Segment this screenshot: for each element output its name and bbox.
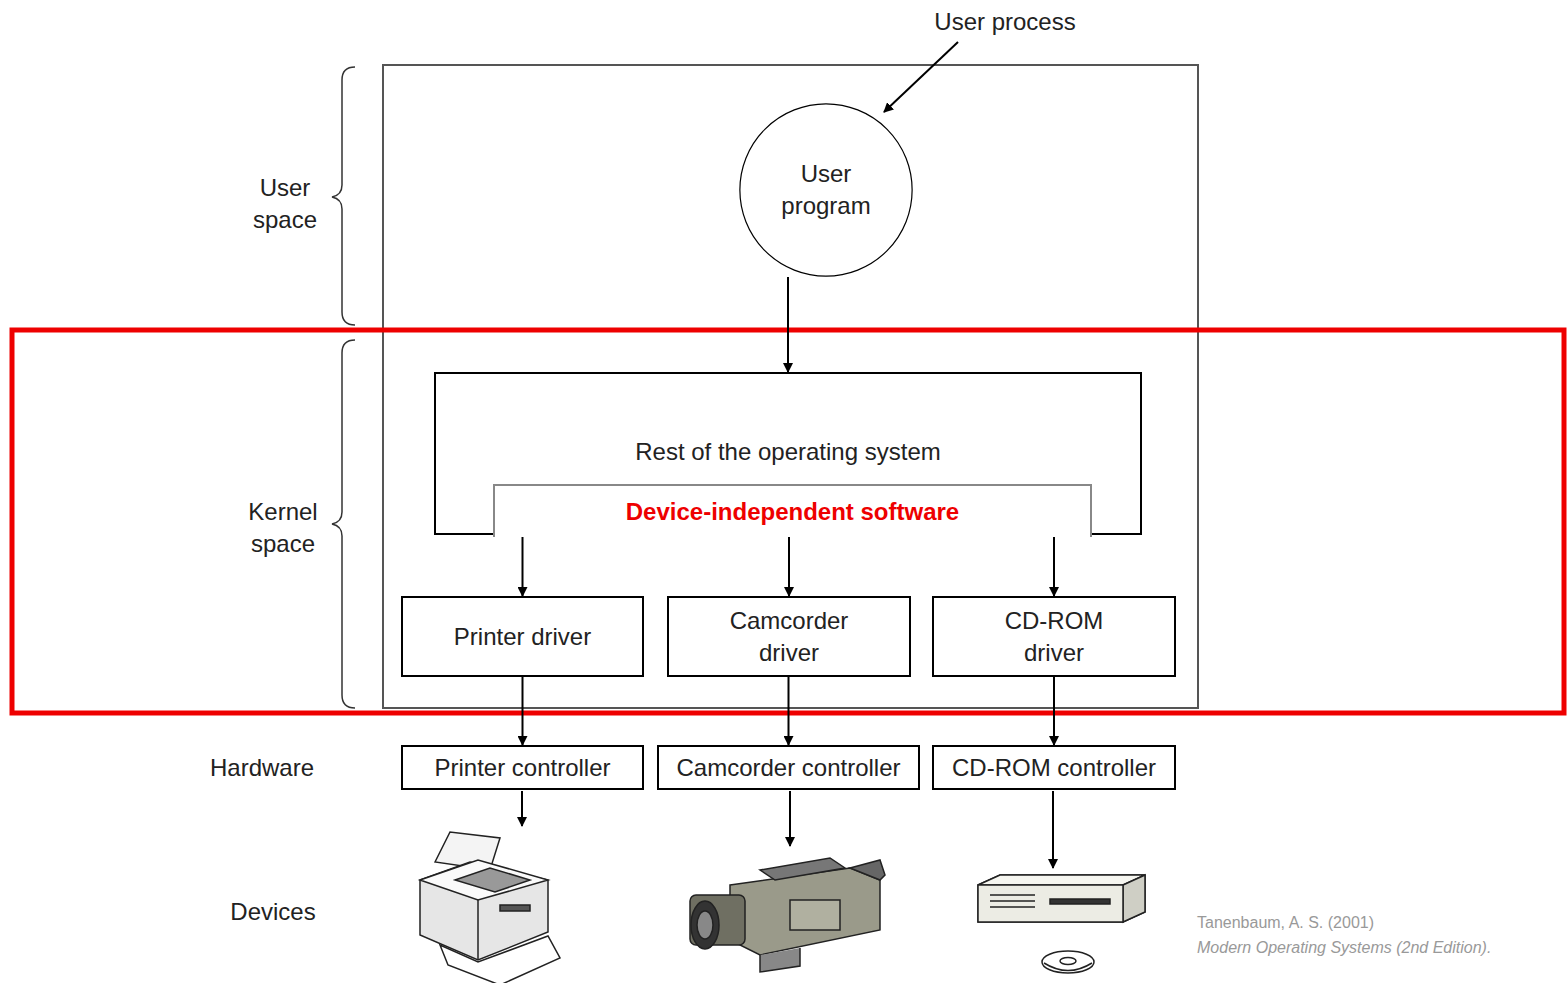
leader-arrow <box>884 42 958 112</box>
circle-shape <box>740 104 912 276</box>
node-text: CD-ROM driver <box>979 605 1129 667</box>
node-text: CD-ROM controller <box>952 752 1156 783</box>
layer-label: User space <box>240 172 330 237</box>
layer-label: Hardware <box>192 752 332 784</box>
controller-box: Camcorder controller <box>657 745 920 790</box>
arrow-connector <box>788 537 790 596</box>
citation-text: Modern Operating Systems (2nd Edition). <box>1197 937 1557 959</box>
circle-outline <box>739 103 913 277</box>
driver-box: Camcorder driver <box>667 596 911 677</box>
kernel-space-bracket <box>332 340 355 708</box>
printer-illustration <box>420 832 560 983</box>
driver-box: CD-ROM driver <box>932 596 1176 677</box>
arrow-connector <box>1053 677 1055 745</box>
node-text: Rest of the operating system <box>635 436 940 467</box>
node-text: Camcorder driver <box>714 605 864 667</box>
arrow-connector <box>522 677 524 745</box>
os-box: Rest of the operating systemDevice-indep… <box>434 372 1142 535</box>
camcorder-illustration <box>690 858 885 972</box>
arrow-connector <box>522 537 524 596</box>
software-layer-box: Device-independent software <box>493 484 1092 537</box>
node-text: Printer driver <box>448 621 598 652</box>
controller-box: Printer controller <box>401 745 644 790</box>
layer-label: Kernel space <box>238 496 328 561</box>
driver-box: Printer driver <box>401 596 644 677</box>
system-outline <box>383 65 1198 708</box>
node-text: Printer controller <box>434 752 610 783</box>
user-space-bracket <box>332 67 355 325</box>
layer-label: User process <box>885 6 1125 38</box>
arrow-connector <box>787 277 789 372</box>
node-text: Camcorder controller <box>676 752 900 783</box>
device-arrow <box>521 791 523 826</box>
arrow-connector <box>1053 537 1055 596</box>
citation-text: Tanenbaum, A. S. (2001) <box>1197 912 1557 934</box>
process-circle: User program <box>739 103 913 277</box>
arrow-connector <box>788 677 790 745</box>
node-text: Device-independent software <box>626 496 959 527</box>
controller-box: CD-ROM controller <box>932 745 1176 790</box>
device-arrow <box>1052 791 1054 868</box>
device-arrow <box>789 791 791 846</box>
node-text: User program <box>766 158 886 223</box>
layer-label: Devices <box>203 896 343 928</box>
kernel-highlight <box>12 330 1564 713</box>
cdrom-illustration <box>978 875 1145 973</box>
